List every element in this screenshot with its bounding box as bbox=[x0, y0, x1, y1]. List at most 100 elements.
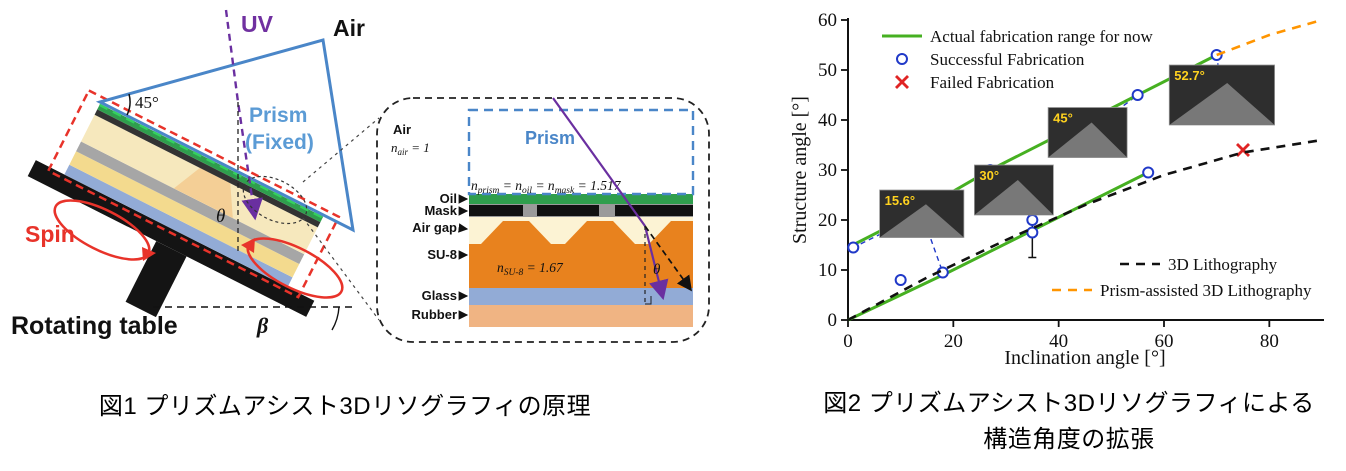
beta-arc bbox=[331, 306, 340, 331]
inset-mask-label: Mask bbox=[424, 203, 457, 218]
legend-x-sample bbox=[895, 75, 909, 89]
airgap-pointer-arrow bbox=[458, 223, 469, 233]
figure1-caption: 図1 プリズムアシスト3Dリソグラフィの原理 bbox=[98, 393, 592, 420]
air-label: Air bbox=[333, 15, 365, 41]
y-tick-label: 10 bbox=[818, 260, 837, 281]
inset-oil-layer bbox=[469, 194, 693, 204]
prism-outline bbox=[95, 38, 355, 233]
sem-structure-shape bbox=[879, 204, 964, 238]
inset-rubber-layer bbox=[469, 305, 693, 327]
inset-glass-label: Glass bbox=[422, 288, 457, 303]
y-tick-label: 30 bbox=[818, 160, 837, 181]
figure2-caption-line2: 構造角度の拡張 bbox=[983, 426, 1155, 453]
prism-fixed-label-line1: Prism bbox=[249, 104, 307, 127]
exposed-region bbox=[173, 167, 233, 219]
inset-prism-outline bbox=[467, 108, 695, 196]
legend-label: Failed Fabrication bbox=[930, 73, 1055, 92]
zoom-connector-line bbox=[302, 217, 380, 321]
sem-structure-shape bbox=[1048, 122, 1128, 158]
sem-structure-shape bbox=[1169, 83, 1275, 125]
inset-su8-trapezoid bbox=[565, 221, 635, 244]
uv-label: UV bbox=[241, 11, 274, 37]
inset-unrefracted-ray bbox=[644, 225, 692, 292]
inset-theta-label: θ bbox=[653, 262, 661, 278]
magnified-inset: Prism Air nair = 1 nprism = noil = nmask… bbox=[376, 97, 710, 343]
zoom-source-outline bbox=[242, 175, 308, 225]
substrate-gray-layer bbox=[76, 141, 305, 265]
x-tick-label: 40 bbox=[1049, 331, 1068, 352]
right-angle-mark bbox=[645, 296, 652, 305]
successful-point bbox=[1210, 49, 1223, 61]
inset-su8-trapezoid bbox=[481, 221, 551, 244]
spin-arrowhead-icon bbox=[142, 247, 156, 261]
x-tick-label: 20 bbox=[944, 331, 963, 352]
inset-mask-segment bbox=[469, 205, 523, 216]
inset-oil-label: Oil bbox=[440, 191, 457, 206]
sem-angle-label: 45° bbox=[1053, 111, 1073, 126]
successful-point bbox=[847, 241, 860, 254]
oil-dashed-line bbox=[98, 103, 324, 219]
successful-point bbox=[894, 274, 907, 286]
fabrication-range-line bbox=[847, 171, 1149, 322]
x-axis-label: Inclination angle [°] bbox=[1004, 347, 1165, 369]
inset-incident-ray bbox=[552, 97, 646, 227]
uv-beam-arrow bbox=[224, 9, 263, 221]
sem-angle-label: 52.7° bbox=[1174, 68, 1205, 83]
inset-rubber-label: Rubber bbox=[412, 307, 458, 322]
lithography-dashed-line bbox=[847, 138, 1323, 322]
successful-point bbox=[1142, 166, 1155, 179]
theta-label: θ bbox=[216, 206, 225, 227]
beta-label: β bbox=[256, 313, 269, 338]
y-tick-label: 60 bbox=[818, 12, 837, 31]
successful-point bbox=[1026, 214, 1039, 226]
sem-angle-label: 30° bbox=[979, 168, 999, 183]
sem-angle-label: 15.6° bbox=[885, 193, 916, 208]
glass-layer bbox=[64, 164, 293, 288]
y-tick-label: 50 bbox=[818, 60, 837, 81]
y-tick-label: 20 bbox=[818, 210, 837, 231]
lithography-dashed-line bbox=[1216, 18, 1323, 57]
inset-glass-layer bbox=[469, 288, 693, 305]
y-axis-label: Structure angle [°] bbox=[790, 96, 811, 244]
table-stem bbox=[125, 241, 187, 318]
figure2-caption-line1: 図2 プリズムアシスト3Dリソグラフィによる bbox=[823, 390, 1315, 417]
figure2-caption: 図2 プリズムアシスト3Dリソグラフィによる 構造角度の拡張 bbox=[795, 386, 1343, 458]
figure1-diagram: 45° θ UV Air Prism (Fixed) Spin Rotating… bbox=[11, 9, 710, 343]
inset-air-label: Air bbox=[393, 122, 411, 137]
y-tick-label: 40 bbox=[818, 110, 837, 131]
legend-label: Actual fabrication range for now bbox=[930, 27, 1154, 46]
legend-label: Prism-assisted 3D Lithography bbox=[1100, 281, 1312, 300]
inset-mask-segment bbox=[537, 205, 599, 216]
legend-label: 3D Lithography bbox=[1168, 255, 1278, 274]
angle-45-arc bbox=[126, 93, 131, 116]
failed-point-x bbox=[1236, 143, 1250, 157]
x-tick-label: 60 bbox=[1155, 331, 1174, 352]
legend-circle-sample bbox=[896, 53, 908, 65]
inset-n-air: nair = 1 bbox=[391, 140, 430, 157]
y-tick-label: 0 bbox=[828, 310, 838, 331]
inset-mask-segment bbox=[615, 205, 693, 216]
spin-arrowhead-icon bbox=[241, 238, 255, 253]
su8-layer bbox=[69, 151, 300, 278]
inset-su8-label: SU-8 bbox=[427, 247, 457, 262]
inset-refracted-ray bbox=[643, 225, 669, 301]
inset-index-equation: nprism = noil = nmask = 1.517 bbox=[471, 178, 622, 196]
spin-label: Spin bbox=[25, 221, 75, 247]
table-top-bar bbox=[27, 160, 315, 317]
sem-structure-shape bbox=[974, 180, 1054, 215]
x-tick-label: 0 bbox=[843, 331, 853, 352]
inset-su8-trapezoid bbox=[649, 221, 693, 244]
zoom-connector-line bbox=[302, 117, 380, 183]
successful-point bbox=[1026, 226, 1039, 239]
mask-dark-layer bbox=[94, 109, 321, 228]
x-tick-label: 80 bbox=[1260, 331, 1279, 352]
rotating-table-label: Rotating table bbox=[11, 312, 178, 340]
inset-prism-label: Prism bbox=[525, 128, 575, 148]
prism-fixed-label-line2: (Fixed) bbox=[245, 131, 314, 154]
successful-point bbox=[1131, 89, 1144, 101]
inset-n-su8: nSU-8 = 1.67 bbox=[497, 260, 564, 278]
legend-label: Successful Fabrication bbox=[930, 50, 1085, 69]
rotating-table-stack bbox=[27, 88, 341, 318]
